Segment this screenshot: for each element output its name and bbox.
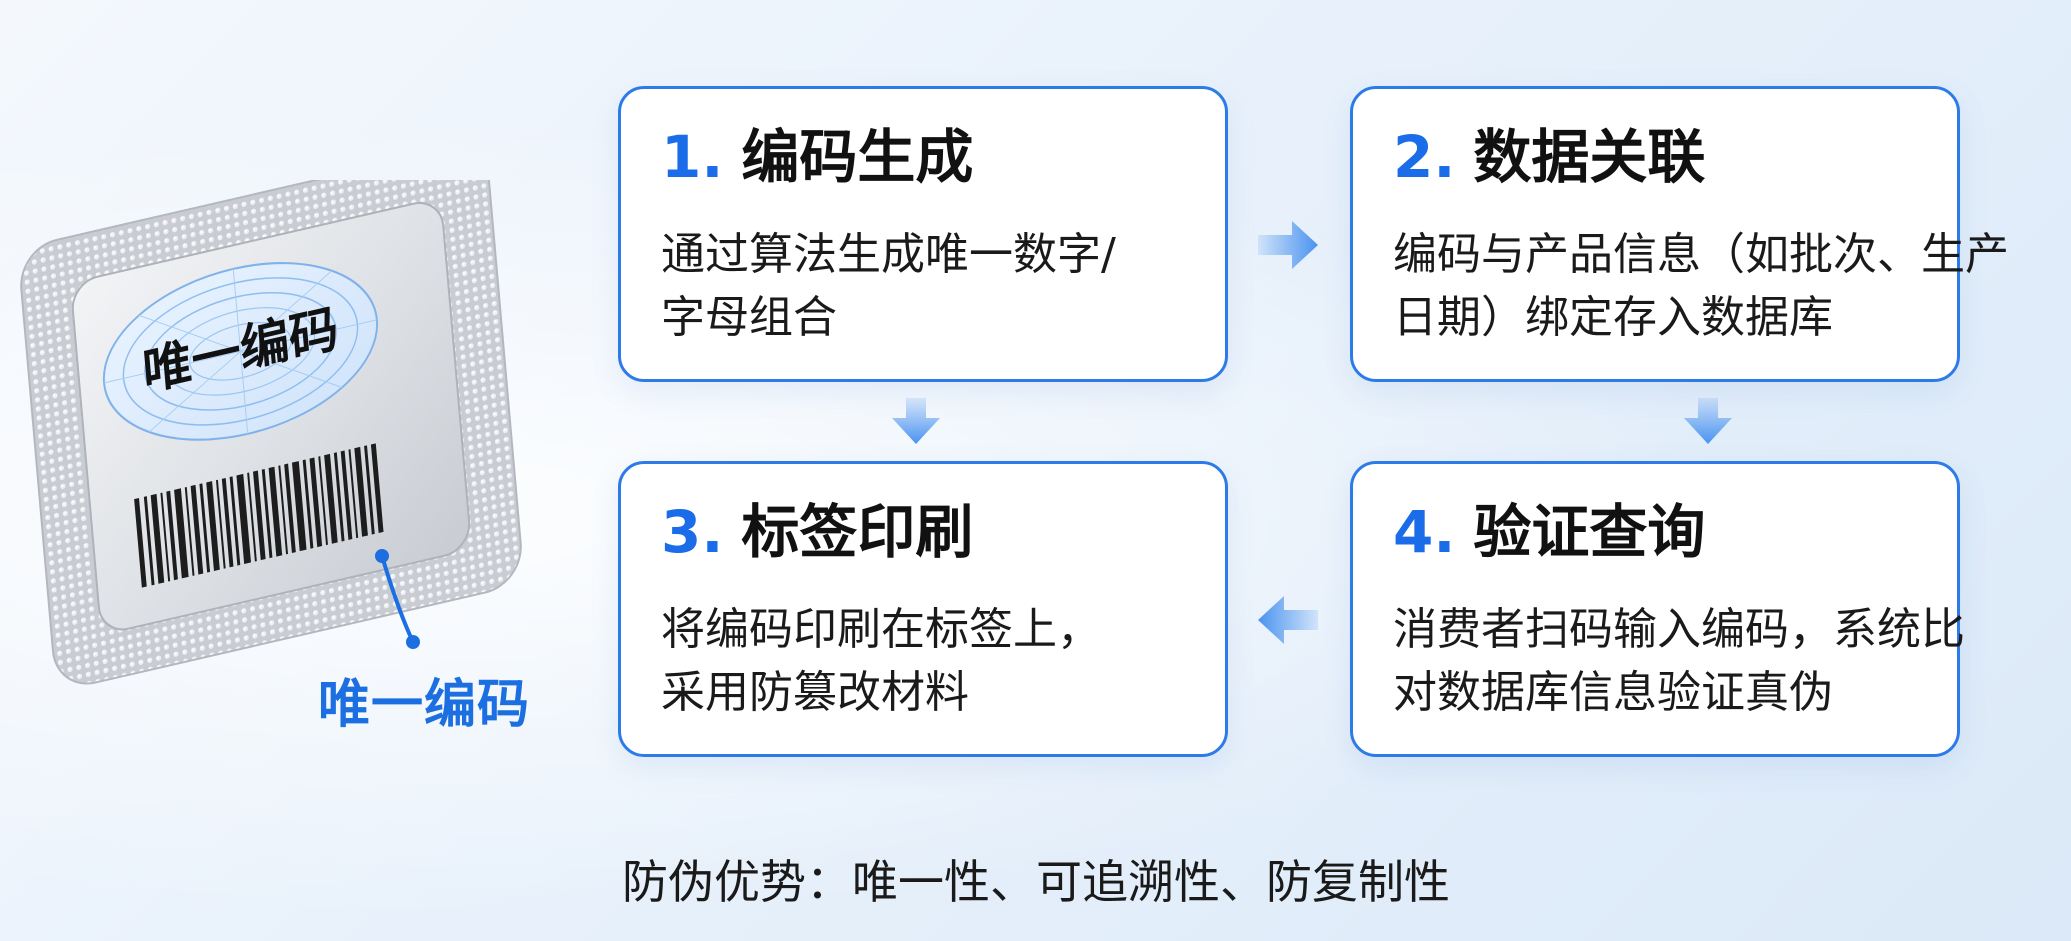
- step-1-desc-line-1: 通过算法生成唯一数字/: [661, 229, 1116, 280]
- step-4-desc-line-2: 对数据库信息验证真伪: [1393, 667, 1833, 718]
- callout-dot-bottom: [406, 635, 420, 649]
- barcode: [134, 443, 384, 588]
- step-2-desc-line-2: 日期）绑定存入数据库: [1393, 292, 1833, 343]
- callout-label: 唯一编码: [318, 675, 531, 735]
- step-1-title: 1.编码生成: [661, 123, 973, 193]
- arrow-down-icon: [1684, 398, 1732, 444]
- step-3-title: 3.标签印刷: [661, 498, 973, 568]
- step-4-description: 消费者扫码输入编码，系统比 对数据库信息验证真伪: [1393, 598, 1965, 724]
- callout-dot-top: [375, 549, 389, 563]
- step-4-title-text: 验证查询: [1473, 498, 1706, 566]
- arrow-down-icon: [892, 398, 940, 444]
- step-card-2: 2.数据关联 编码与产品信息（如批次、生产 日期）绑定存入数据库: [1350, 86, 2009, 382]
- step-card-3: 3.标签印刷 将编码印刷在标签上， 采用防篡改材料: [618, 461, 1228, 757]
- step-4-desc-line-1: 消费者扫码输入编码，系统比: [1393, 604, 1965, 655]
- step-1-number: 1.: [661, 123, 724, 191]
- step-1-description: 通过算法生成唯一数字/ 字母组合: [661, 223, 1205, 349]
- step-4-title: 4.验证查询: [1393, 498, 1705, 568]
- step-2-title-text: 数据关联: [1473, 123, 1706, 191]
- anti-counterfeit-label-illustration: 唯一编码: [20, 180, 522, 685]
- arrow-right-icon: [1258, 221, 1318, 269]
- step-3-number: 3.: [661, 498, 724, 566]
- step-card-1: 1.编码生成 通过算法生成唯一数字/ 字母组合: [618, 86, 1228, 382]
- step-3-title-text: 标签印刷: [741, 498, 974, 566]
- step-2-number: 2.: [1393, 123, 1456, 191]
- step-card-4: 4.验证查询 消费者扫码输入编码，系统比 对数据库信息验证真伪: [1350, 461, 1965, 757]
- step-4-number: 4.: [1393, 498, 1456, 566]
- advantages-text: 防伪优势：唯一性、可追溯性、防复制性: [622, 855, 1450, 909]
- callout-line: [380, 555, 415, 643]
- step-2-description: 编码与产品信息（如批次、生产 日期）绑定存入数据库: [1393, 223, 2009, 349]
- step-2-title: 2.数据关联: [1393, 123, 1705, 193]
- step-1-desc-line-2: 字母组合: [661, 292, 837, 343]
- step-1-title-text: 编码生成: [741, 123, 974, 191]
- step-3-desc-line-2: 采用防篡改材料: [661, 667, 969, 718]
- step-3-description: 将编码印刷在标签上， 采用防篡改材料: [661, 598, 1205, 724]
- step-3-desc-line-1: 将编码印刷在标签上，: [661, 604, 1101, 655]
- step-2-desc-line-1: 编码与产品信息（如批次、生产: [1393, 229, 2009, 280]
- arrow-left-icon: [1258, 596, 1318, 644]
